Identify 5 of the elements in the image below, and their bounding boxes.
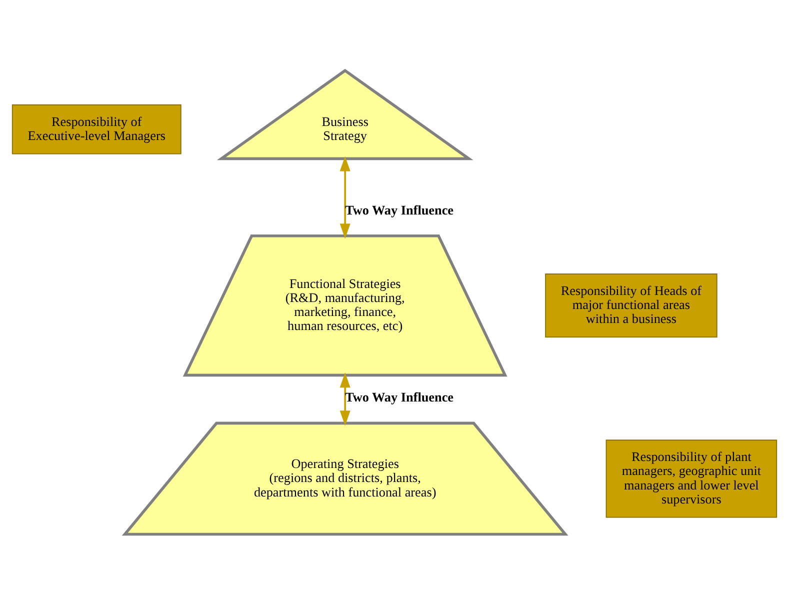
node-box: Responsibility of Executive-level Managers [12,104,182,154]
node-box: Responsibility of plant managers, geographic unit managers and lower level supervisors [606,440,778,518]
node-box: Responsibility of Heads of major functional areas within a business [545,274,718,338]
arrow [340,372,350,426]
arrow [340,156,350,239]
